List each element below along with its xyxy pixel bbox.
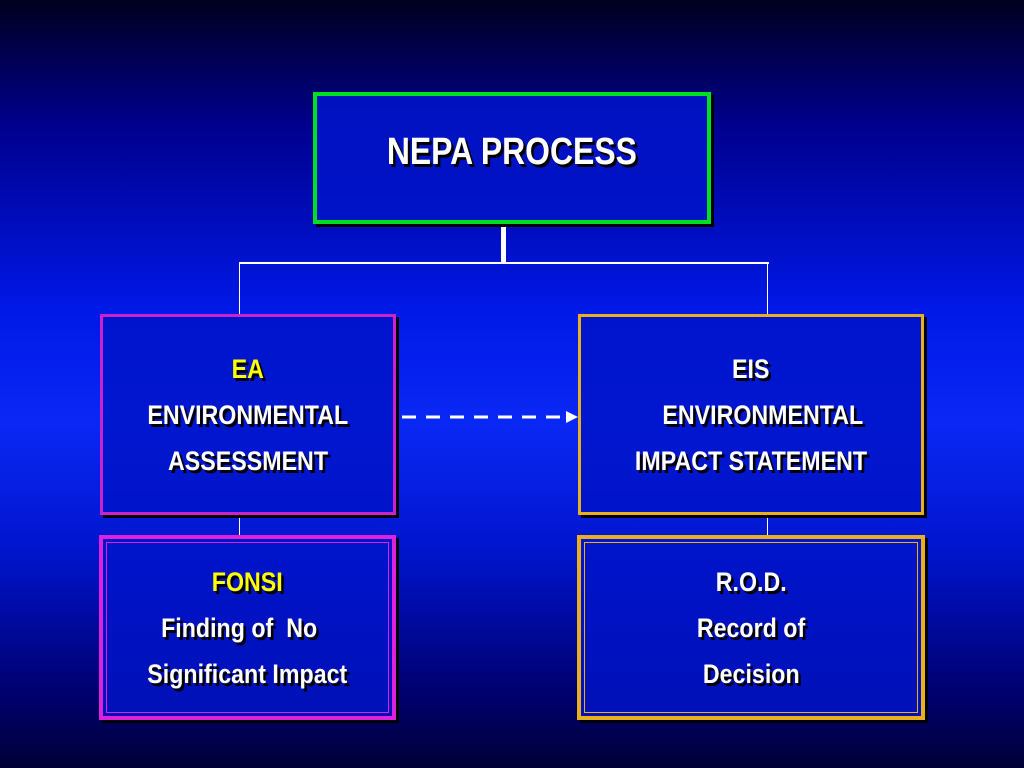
fonsi-box: FONSI Finding of No Significant Impact	[99, 535, 396, 720]
ea-acronym: EA	[231, 353, 265, 384]
nepa-process-title: NEPA PROCESS	[386, 131, 638, 173]
ea-line2: ASSESSMENT	[167, 445, 328, 476]
fonsi-acronym: FONSI	[212, 566, 283, 597]
rod-line2: Decision	[702, 658, 800, 689]
eis-line2: IMPACT STATEMENT	[634, 445, 868, 476]
rod-line1: Record of	[696, 612, 806, 643]
fonsi-line1: Finding of No	[160, 612, 317, 643]
eis-line1: ENVIRONMENTAL	[662, 399, 864, 430]
ea-branch-line	[239, 262, 240, 316]
eis-acronym: EIS	[732, 353, 770, 384]
ea-to-fonsi-line	[239, 514, 240, 537]
rod-acronym: R.O.D.	[715, 566, 787, 597]
ea-box: EA ENVIRONMENTAL ASSESSMENT	[100, 314, 396, 515]
root-stem-line	[501, 224, 506, 264]
eis-to-rod-line	[767, 514, 768, 537]
eis-box: EIS ENVIRONMENTAL IMPACT STATEMENT	[578, 314, 924, 515]
ea-line1: ENVIRONMENTAL	[147, 399, 349, 430]
fonsi-line2: Significant Impact	[147, 658, 348, 689]
horizontal-branch-line	[239, 262, 769, 264]
eis-branch-line	[767, 262, 768, 316]
rod-box: R.O.D. Record of Decision	[577, 535, 925, 720]
nepa-process-box: NEPA PROCESS	[313, 92, 711, 224]
ea-to-eis-dashed-arrow	[402, 411, 578, 423]
